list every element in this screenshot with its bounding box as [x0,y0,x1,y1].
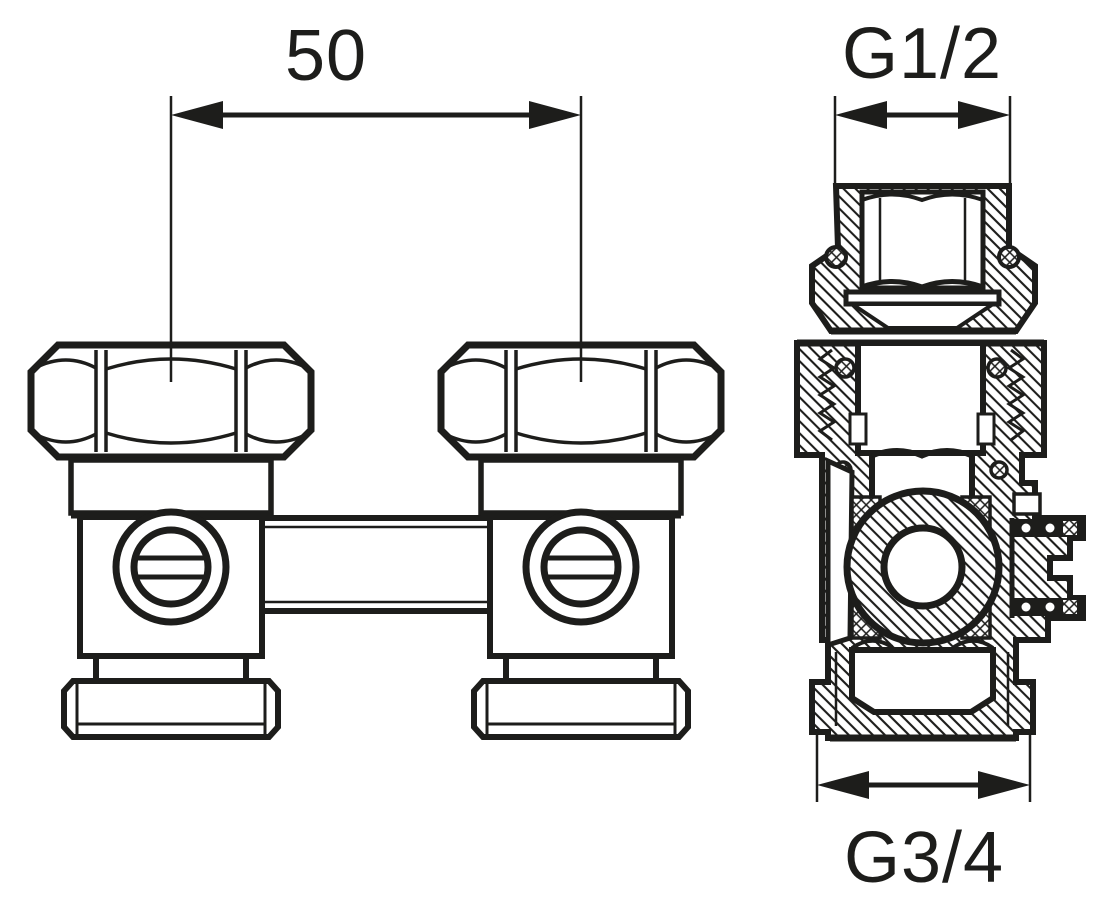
side-section-view: G1/2 G3/4 [794,14,1086,898]
front-column-right [441,345,721,737]
dimension-50: 50 [169,16,583,382]
cage-slot-right [976,412,996,446]
gland-dot [1045,523,1055,533]
gland-dot [1021,523,1031,533]
dimension-label-50: 50 [285,16,367,96]
arrowhead-left [171,101,223,129]
lower-o-ring-right [989,460,1009,480]
connecting-bridge [262,515,493,614]
arrowhead-right [529,101,581,129]
front-view: 50 [31,16,721,737]
dimension-label-g12: G1/2 [842,14,1002,94]
adapter-bore [859,189,986,291]
gland-seal-top [1061,519,1079,537]
arrowhead-right [978,771,1030,799]
stem-gland [1009,518,1083,618]
gland-dot [1045,602,1055,612]
dimension-g34: G3/4 [815,733,1032,898]
top-adapter-section [809,183,1038,335]
female-thread-right [1006,348,1026,442]
body-o-ring-left [834,357,856,379]
adapter-throat [845,302,1000,330]
arrowhead-left [835,101,887,129]
body-o-ring-right [986,357,1008,379]
cage-slot-left [848,412,868,446]
gland-seal-bottom [1061,598,1079,616]
gland-dot [1021,602,1031,612]
o-ring-right [997,245,1021,269]
bore-bottom-wave [861,279,984,290]
female-thread-left [817,348,837,442]
thread-crest-arcs [861,192,984,203]
tail-bore [849,647,996,715]
valve-ball-bore [880,524,966,610]
o-ring-left [824,245,848,269]
left-flow-channel [825,457,855,649]
top-bore [855,340,986,456]
tail-bore-arc-right [952,638,995,650]
arrowhead-left [817,771,869,799]
arrowhead-right [958,101,1010,129]
stem-pocket [1012,492,1042,516]
front-column-left [31,345,311,737]
tail-bore-arc-left [850,638,894,650]
dimension-g12: G1/2 [833,14,1012,184]
mid-bore-wave [870,448,974,459]
dimension-label-g34: G3/4 [844,818,1004,898]
valve-body-section [794,339,1086,742]
